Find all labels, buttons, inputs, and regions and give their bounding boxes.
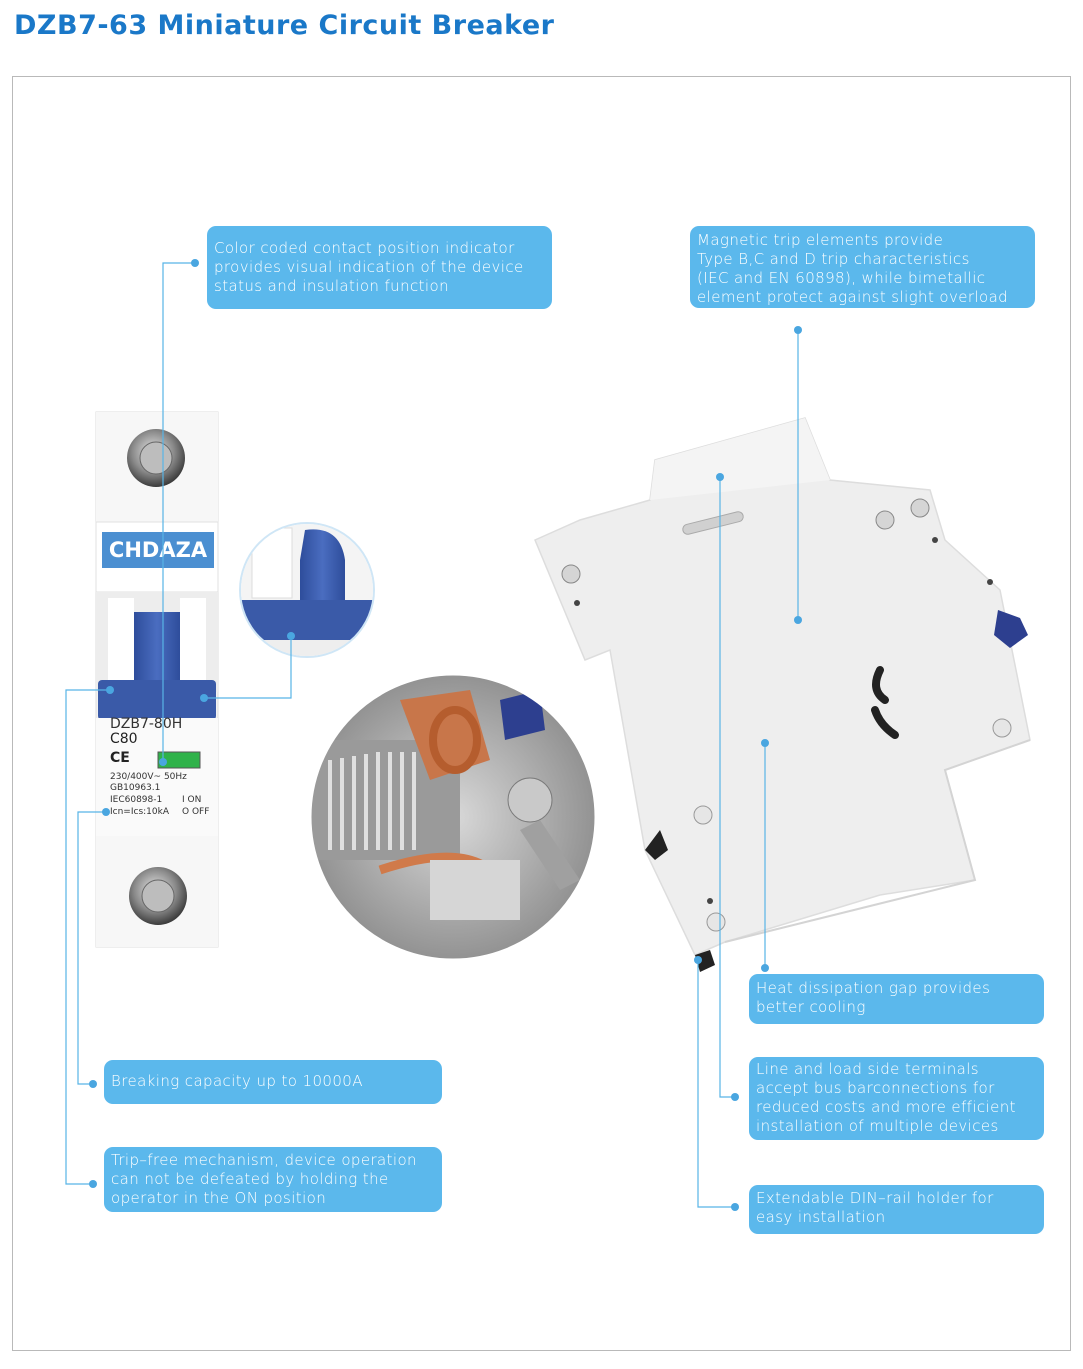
ce-mark: CE xyxy=(110,750,130,766)
callout-din-rail: Extendable DIN–rail holder for easy inst… xyxy=(749,1185,1044,1234)
leader-dots xyxy=(89,259,802,1211)
leader-lines xyxy=(65,262,799,1208)
callout-indicator: Color coded contact position indicator p… xyxy=(207,226,552,309)
callout-terminals-text: Line and load side terminals accept bus … xyxy=(756,1060,1016,1135)
standard-iec-label: IEC60898-1 xyxy=(110,795,162,805)
callout-breaking-capacity-text: Breaking capacity up to 10000A xyxy=(111,1072,363,1090)
handle-zoom-detail xyxy=(239,522,375,658)
callout-terminals: Line and load side terminals accept bus … xyxy=(749,1057,1044,1140)
breaker-front-view: CHDAZA DZB7-80H C80 CE 230/400V~ 50Hz GB… xyxy=(95,411,219,948)
capacity-label: Icn=Ics:10kA xyxy=(110,807,170,817)
callout-indicator-text: Color coded contact position indicator p… xyxy=(214,239,524,295)
callout-magnetic-trip: Magnetic trip elements provide Type B,C … xyxy=(690,226,1035,308)
callout-heat-dissipation: Heat dissipation gap provides better coo… xyxy=(749,974,1044,1024)
voltage-label: 230/400V~ 50Hz xyxy=(110,772,187,782)
page-title: DZB7-63 Miniature Circuit Breaker xyxy=(14,10,555,41)
content-frame xyxy=(12,76,1071,1351)
callout-breaking-capacity: Breaking capacity up to 10000A xyxy=(104,1060,442,1104)
callout-magnetic-trip-text: Magnetic trip elements provide Type B,C … xyxy=(697,231,1009,306)
breaker-side-view xyxy=(534,417,1031,972)
on-label: I ON xyxy=(182,795,201,805)
internal-mechanism-photo xyxy=(308,672,598,962)
callout-trip-free-text: Trip–free mechanism, device operation ca… xyxy=(111,1151,417,1207)
model-label: DZB7-80H xyxy=(110,716,182,732)
callout-din-rail-text: Extendable DIN–rail holder for easy inst… xyxy=(756,1189,994,1226)
callout-heat-dissipation-text: Heat dissipation gap provides better coo… xyxy=(756,979,991,1016)
off-label: O OFF xyxy=(182,807,209,817)
standard-gb-label: GB10963.1 xyxy=(110,783,160,793)
callout-trip-free: Trip–free mechanism, device operation ca… xyxy=(104,1147,442,1212)
brand-logo: CHDAZA xyxy=(109,538,208,562)
rating-label: C80 xyxy=(110,731,138,747)
